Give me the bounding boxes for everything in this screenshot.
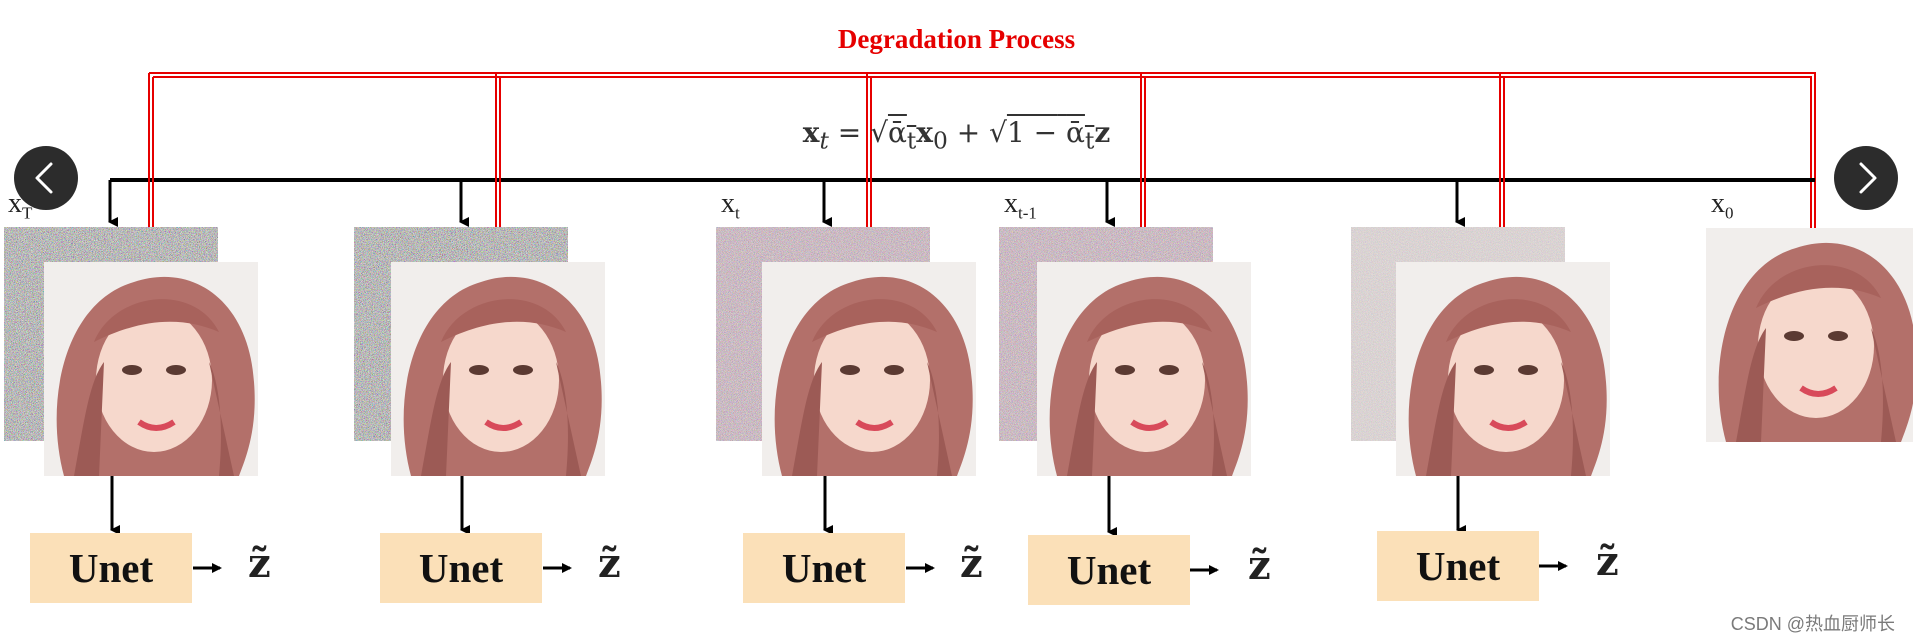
z-tilde-5: z̃: [1596, 538, 1619, 585]
degradation-bracket: [149, 72, 1816, 228]
unet-box-2: Unet: [380, 533, 542, 603]
z-tilde-3: z̃: [960, 540, 983, 587]
unet-box-4: Unet: [1028, 535, 1190, 605]
stage-4-images: [999, 227, 1251, 476]
stage-1-images: [4, 227, 258, 476]
stage-3-images: [716, 227, 976, 476]
chevron-right-icon: [1859, 162, 1877, 194]
stage-2-images: [354, 227, 605, 476]
watermark: CSDN @热血厨师长: [1730, 614, 1895, 634]
z-tilde-2: z̃: [598, 540, 621, 587]
stage-5-images: [1351, 227, 1610, 476]
label-x-0: x0: [1711, 188, 1734, 223]
z-tilde-1: z̃: [248, 540, 271, 587]
forward-formula: xt = √ᾱtx0 + √1 − ᾱtz: [802, 116, 1111, 155]
label-x-t-minus-1: xt-1: [1004, 188, 1037, 223]
z-tilde-4: z̃: [1248, 542, 1271, 589]
unet-box-5: Unet: [1377, 531, 1539, 601]
stage-6-image: [1706, 228, 1913, 442]
label-x-t: xt: [721, 188, 740, 223]
unet-box-3: Unet: [743, 533, 905, 603]
diagram-title: Degradation Process: [837, 24, 1076, 54]
unet-box-1: Unet: [30, 533, 192, 603]
previous-slide-button[interactable]: [14, 146, 78, 210]
chevron-left-icon: [35, 162, 53, 194]
next-slide-button[interactable]: [1834, 146, 1898, 210]
